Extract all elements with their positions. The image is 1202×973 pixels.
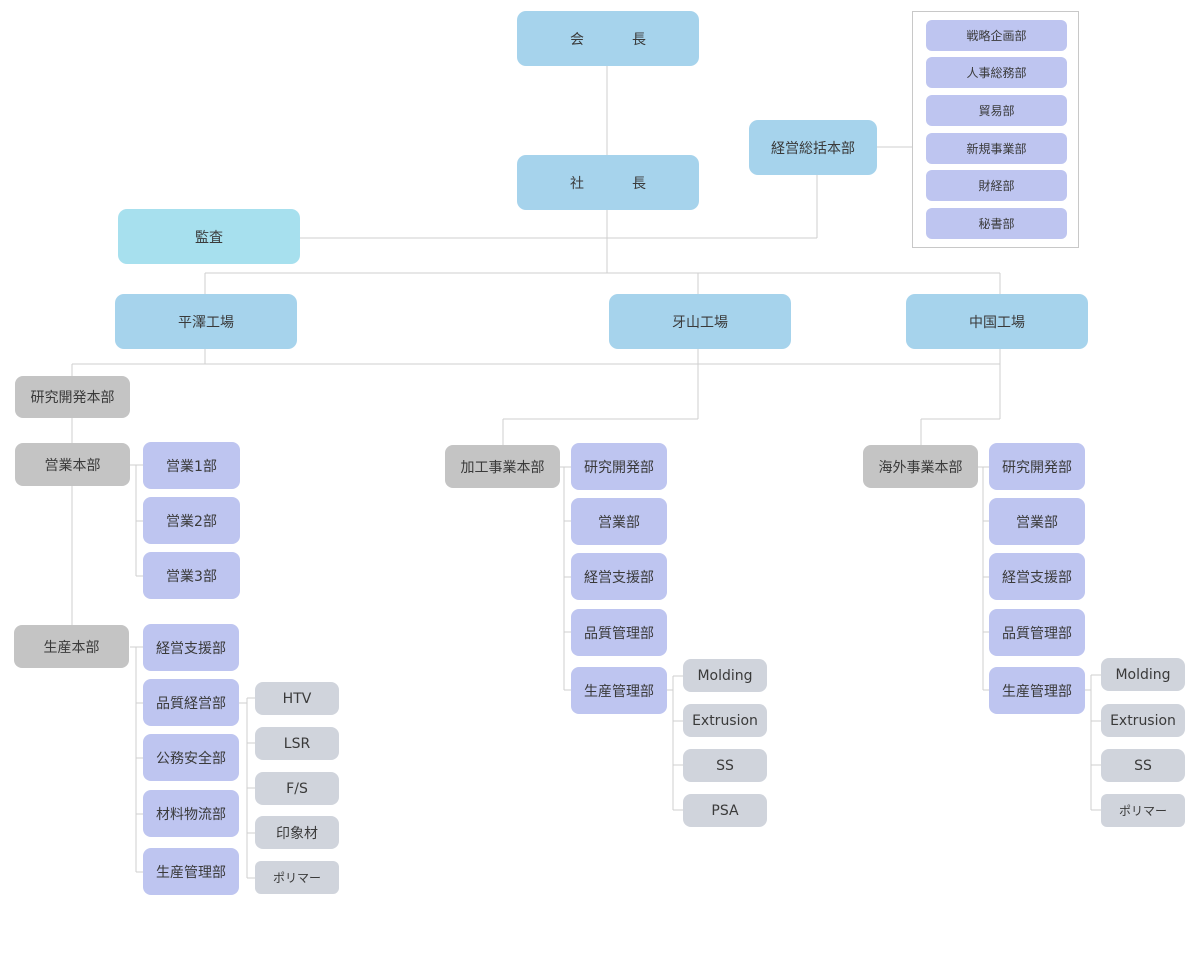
dept-hr-general-affairs: 人事総務部 xyxy=(926,57,1067,88)
pyeongtaek-rnd-hq: 研究開発本部 xyxy=(15,376,130,418)
china-process-molding: Molding xyxy=(1101,658,1185,691)
production-dept-materials-logistics: 材料物流部 xyxy=(143,790,239,837)
asan-process-extrusion: Extrusion xyxy=(683,704,767,737)
asan-dept-management-support: 経営支援部 xyxy=(571,553,667,600)
pyeongtaek-sales-hq: 営業本部 xyxy=(15,443,130,486)
asan-dept-quality-control: 品質管理部 xyxy=(571,609,667,656)
process-htv: HTV xyxy=(255,682,339,715)
asan-process-ss: SS xyxy=(683,749,767,782)
china-overseas-hq: 海外事業本部 xyxy=(863,445,978,488)
dept-finance: 財経部 xyxy=(926,170,1067,201)
process-lsr: LSR xyxy=(255,727,339,760)
sales-dept-2: 営業2部 xyxy=(143,497,240,544)
china-dept-sales: 営業部 xyxy=(989,498,1085,545)
chairman-char-1: 会 xyxy=(570,31,584,48)
plant-china: 中国工場 xyxy=(906,294,1088,349)
asan-dept-production-control: 生産管理部 xyxy=(571,667,667,714)
production-dept-management-support: 経営支援部 xyxy=(143,624,239,671)
china-process-ss: SS xyxy=(1101,749,1185,782)
president-box: 社長 xyxy=(517,155,699,210)
plant-asan: 牙山工場 xyxy=(609,294,791,349)
sales-dept-1: 営業1部 xyxy=(143,442,240,489)
chairman-char-2: 長 xyxy=(632,31,646,48)
process-impression-material: 印象材 xyxy=(255,816,339,849)
china-dept-rnd: 研究開発部 xyxy=(989,443,1085,490)
production-dept-public-safety: 公務安全部 xyxy=(143,734,239,781)
dept-strategy-planning: 戦略企画部 xyxy=(926,20,1067,51)
asan-dept-rnd: 研究開発部 xyxy=(571,443,667,490)
dept-trade: 貿易部 xyxy=(926,95,1067,126)
asan-processing-hq: 加工事業本部 xyxy=(445,445,560,488)
process-polymer: ポリマー xyxy=(255,861,339,894)
president-char-2: 長 xyxy=(632,175,646,192)
china-dept-management-support: 経営支援部 xyxy=(989,553,1085,600)
china-process-extrusion: Extrusion xyxy=(1101,704,1185,737)
pyeongtaek-production-hq: 生産本部 xyxy=(14,625,129,668)
china-process-polymer: ポリマー xyxy=(1101,794,1185,827)
plant-pyeongtaek: 平澤工場 xyxy=(115,294,297,349)
production-dept-production-control: 生産管理部 xyxy=(143,848,239,895)
sales-dept-3: 営業3部 xyxy=(143,552,240,599)
process-fs: F/S xyxy=(255,772,339,805)
china-dept-production-control: 生産管理部 xyxy=(989,667,1085,714)
management-hq-box: 経営総括本部 xyxy=(749,120,877,175)
chairman-box: 会長 xyxy=(517,11,699,66)
dept-new-business: 新規事業部 xyxy=(926,133,1067,164)
asan-dept-sales: 営業部 xyxy=(571,498,667,545)
china-dept-quality-control: 品質管理部 xyxy=(989,609,1085,656)
dept-secretary: 秘書部 xyxy=(926,208,1067,239)
audit-box: 監査 xyxy=(118,209,300,264)
asan-process-psa: PSA xyxy=(683,794,767,827)
president-char-1: 社 xyxy=(570,175,584,192)
production-dept-quality-management: 品質経営部 xyxy=(143,679,239,726)
asan-process-molding: Molding xyxy=(683,659,767,692)
